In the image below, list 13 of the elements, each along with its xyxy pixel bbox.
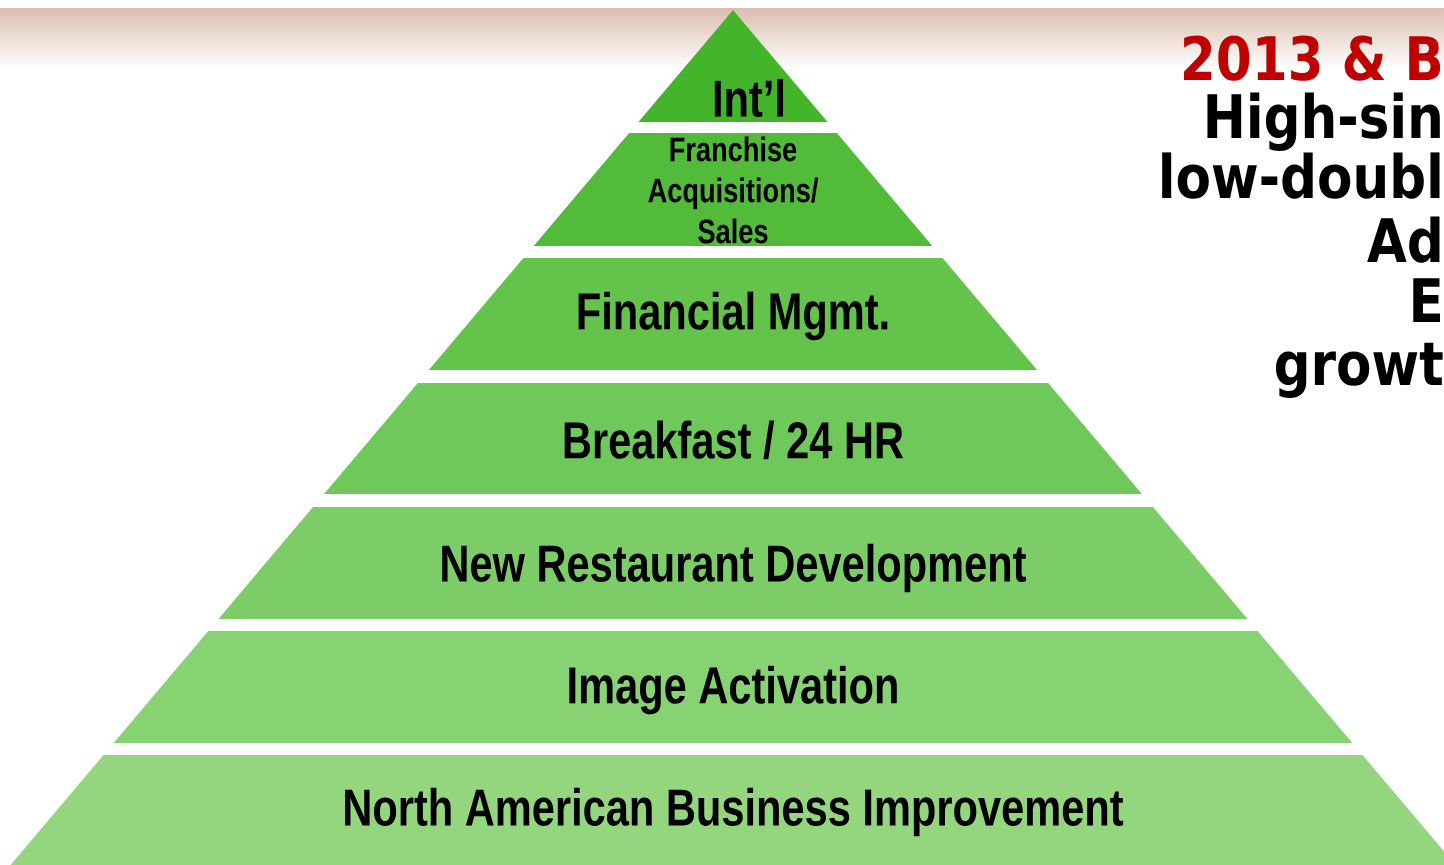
heading-text: High-sin [1207, 92, 1440, 151]
heading-text: 2013 & B [1184, 35, 1441, 81]
pyramid-tier: Breakfast / 24 HR [324, 383, 1142, 494]
heading-text: Ad [1367, 216, 1440, 263]
pyramid-tier: Int’l [638, 10, 828, 122]
heading-text: low-doubl [1162, 152, 1440, 199]
heading-text: growt [1275, 342, 1443, 398]
heading-text: E [1413, 278, 1440, 322]
pyramid-tier: North American Business Improvement [0, 755, 1444, 865]
pyramid-tier: Image Activation [113, 631, 1353, 743]
pyramid-tier: Franchise Acquisitions/ Sales [533, 133, 933, 246]
pyramid-tier: New Restaurant Development [218, 507, 1248, 619]
pyramid-tier: Financial Mgmt. [428, 258, 1038, 370]
